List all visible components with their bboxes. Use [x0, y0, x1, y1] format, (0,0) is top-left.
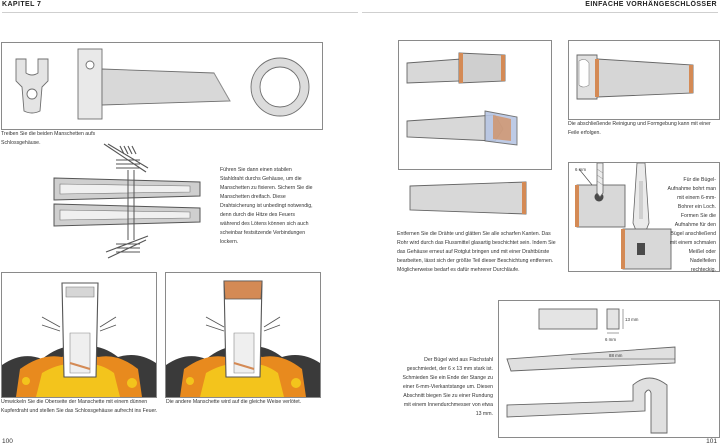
tubes-illustration [406, 52, 518, 146]
page-number-right: 101 [706, 438, 717, 445]
figure-shackle: 13 mm 6 mm 88 mm [498, 300, 720, 438]
shackle-illustration: 13 mm 6 mm 88 mm [506, 308, 676, 434]
caption-other-sleeve: Die andere Manschette wird auf die gleic… [166, 399, 302, 405]
tube-illustration [409, 181, 527, 215]
caption-remove-wires: Entfernen Sie die Drähte und glätten Sie… [397, 231, 556, 273]
drill-size-label: 6 mm [575, 167, 586, 172]
caption-copper-wire: Umwickeln Sie die Oberseite der Manschet… [1, 399, 158, 414]
section-header: EINFACHE VORHÄNGESCHLÖSSER [585, 1, 717, 8]
dim-88mm: 88 mm [609, 353, 623, 358]
wire-illustration [53, 143, 201, 259]
drilling-illustration: 6 mm [575, 163, 672, 270]
dim-13mm: 13 mm [625, 317, 639, 322]
figure-filed-body [568, 40, 720, 120]
parts-illustration [15, 48, 310, 120]
caption-drive-sleeves: Treiben Sie die beiden Manschetten aufs … [1, 131, 96, 146]
figure-tube-clean [400, 170, 550, 230]
figure-fire-first [1, 272, 157, 398]
dim-6mm: 6 mm [605, 337, 616, 342]
filed-body-illustration [576, 54, 694, 100]
figure-parts [1, 42, 323, 130]
caption-shackle: Der Bügel wird aus Flachstahl geschmiede… [402, 357, 493, 417]
figure-cleaned-tubes [398, 40, 552, 170]
figure-wire-secured [50, 140, 220, 268]
caption-file-finish: Die abschließende Reinigung und Formgebu… [568, 121, 711, 136]
fire-illustration-2 [166, 280, 320, 397]
header-rule-left [2, 12, 358, 13]
page-number-left: 100 [2, 438, 13, 445]
figure-drilling: 6 mm [568, 162, 720, 272]
header-rule-right [362, 12, 718, 13]
caption-drill-hole: Für die Bügel-Aufnahme bohrt man mit ein… [667, 177, 716, 273]
figure-fire-second [165, 272, 321, 398]
fire-illustration-1 [2, 282, 156, 397]
caption-steel-wire: Führen Sie dann einen stabilen Stahldrah… [220, 167, 313, 245]
chapter-header: KAPITEL 7 [2, 1, 42, 8]
